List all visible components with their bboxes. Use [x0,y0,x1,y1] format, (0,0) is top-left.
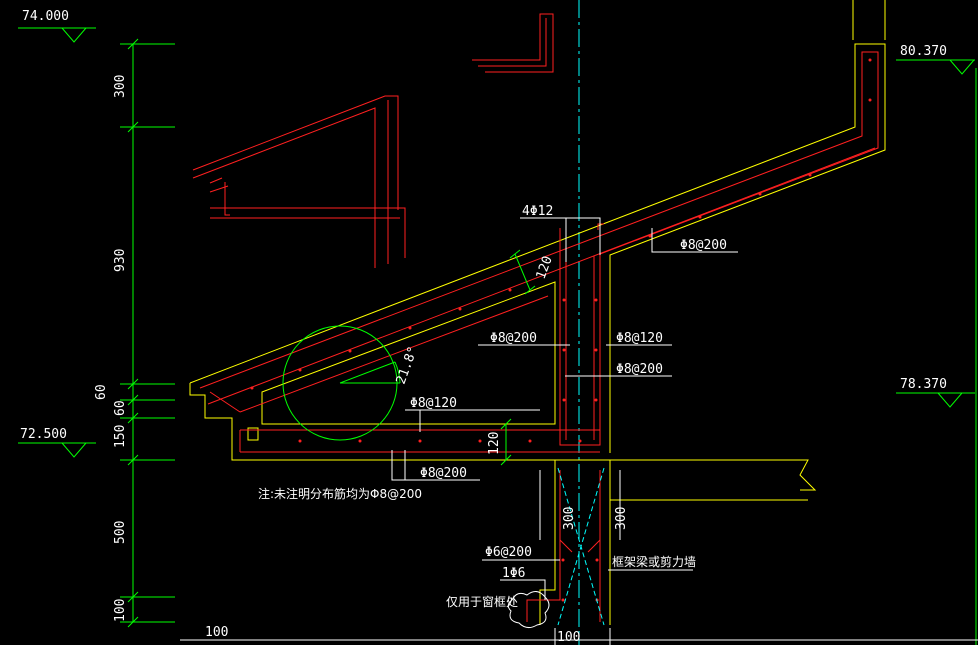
elevation-symbols [18,27,975,458]
dim-60-a: 60 [94,384,109,400]
dim-150: 150 [113,425,128,448]
label-bottom-top: Φ8@120 [410,396,457,411]
angle-annotation [282,249,536,466]
note-beam-or-wall: 框架梁或剪力墙 [612,554,696,569]
label-right-stirrup: Φ8@120 [616,331,663,346]
dim-60-b: 60 [113,400,128,416]
elevation-74: 74.000 [22,9,69,24]
column-cross-lines [557,467,605,626]
label-bottom-bars: Φ8@200 [420,466,467,481]
label-col-width-1: 300 [562,507,577,530]
label-col-width-2: 300 [614,507,629,530]
elevation-72-5: 72.500 [20,427,67,442]
label-slab-bars: Φ8@200 [680,238,727,253]
note-distribution-bars: 注:未注明分布筋均为Φ8@200 [258,486,422,501]
elevation-80-37: 80.370 [900,44,947,59]
dim-500: 500 [113,521,128,544]
label-bottom-100-left: 100 [205,625,228,640]
dim-300: 300 [113,75,128,98]
upper-roof-fragment [192,95,406,268]
note-window-frame: 仅用于窗框处 [446,595,518,609]
dim-930: 930 [113,249,128,272]
left-dimension-chain [120,38,175,628]
label-stirrup-6: Φ6@200 [485,545,532,560]
leader-lines [180,217,978,645]
label-bottom-thickness: 120 [487,432,502,455]
elevation-78-37: 78.370 [900,377,947,392]
revision-cloud [507,591,550,629]
rebar-dots [250,58,872,602]
label-top-bars: 4Φ12 [522,204,553,219]
label-col-stirrup: Φ8@200 [616,362,663,377]
top-right-wall [852,0,886,40]
label-bottom-100-right: 100 [557,630,580,645]
label-left-stirrup: Φ8@200 [490,331,537,346]
upper-gutter-fragment [472,13,554,73]
label-bar-6: 1Φ6 [502,566,525,581]
concrete-outline [189,43,886,625]
dim-100: 100 [113,599,128,622]
